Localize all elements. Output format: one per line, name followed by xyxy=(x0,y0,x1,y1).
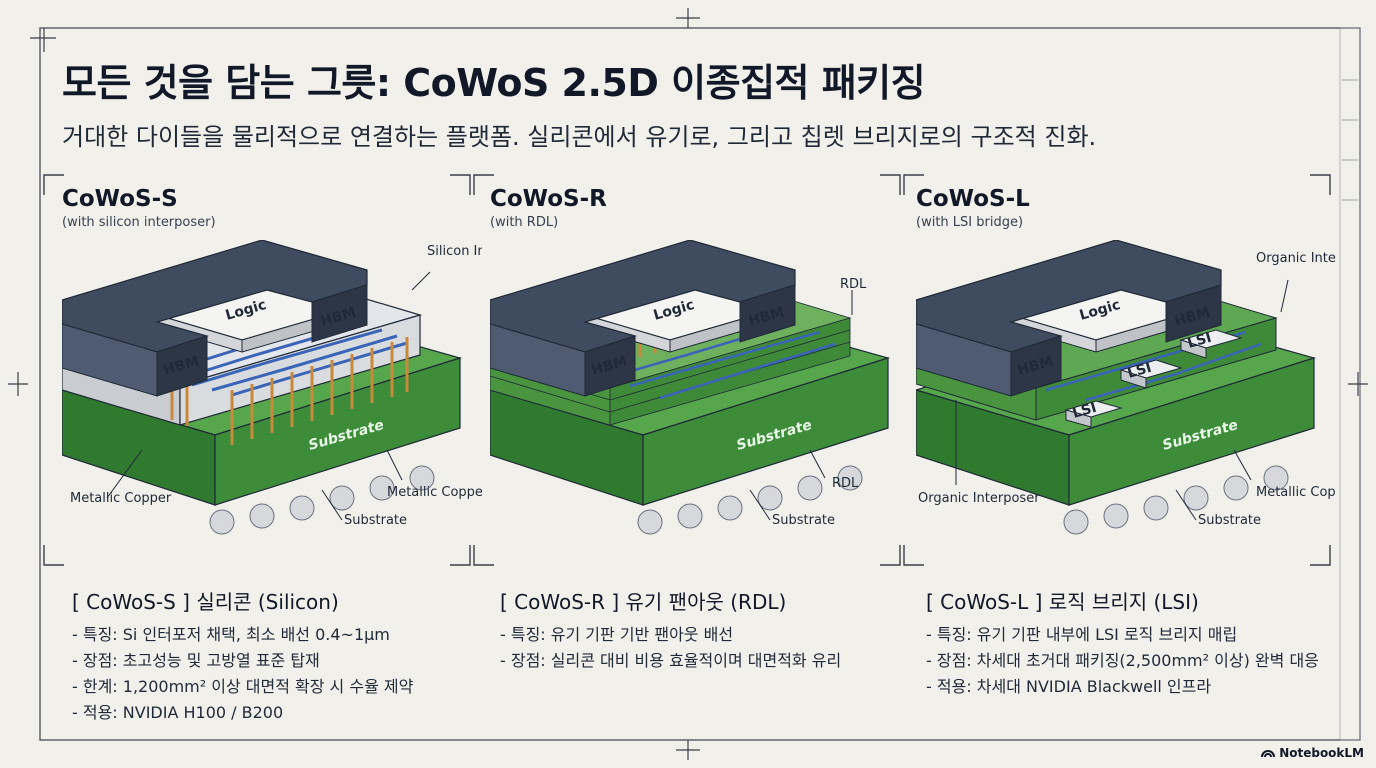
brand-label: NotebookLM xyxy=(1279,746,1364,760)
label-substrate: Substrate xyxy=(1198,513,1261,528)
lsi-label: LSI xyxy=(1186,330,1214,352)
page-subtitle: 거대한 다이들을 물리적으로 연결하는 플랫폼. 실리콘에서 유기로, 그리고 … xyxy=(62,123,1097,151)
panel-title: CoWoS-L xyxy=(916,186,1030,212)
spec-item: - 장점: 초고성능 및 고방열 표준 탑재 xyxy=(72,651,320,670)
spec-title: [ CoWoS-R ] 유기 팬아웃 (RDL) xyxy=(500,590,787,614)
hbm-frame xyxy=(490,240,796,397)
panel-subtitle: (with silicon interposer) xyxy=(62,215,216,230)
copper-vias xyxy=(170,337,409,445)
spec-item: - 장점: 실리콘 대비 비용 효율적이며 대면적화 유리 xyxy=(500,651,842,670)
panel-cowos-l: CoWoS-L (with LSI bridge) Substrate xyxy=(916,182,1336,742)
cowos-r-diagram: Substrate Logic HB xyxy=(490,240,891,535)
label-metallic-copper-right: Metallic Copper xyxy=(387,485,482,500)
panel-subtitle: (with LSI bridge) xyxy=(916,215,1024,230)
label-silicon-interposer: Silicon Interposer xyxy=(427,244,482,259)
label-metallic-copper: Metallic Copper xyxy=(1256,485,1336,500)
page-title: 모든 것을 담는 그릇: CoWoS 2.5D 이종집적 패키징 xyxy=(62,61,926,105)
spec-title: [ CoWoS-L ] 로직 브리지 (LSI) xyxy=(926,590,1199,614)
panel-cowos-r: CoWoS-R (with RDL) Substrate xyxy=(490,182,910,742)
label-rdl-top: RDL xyxy=(840,277,867,292)
cowos-s-diagram: Substrate Logic xyxy=(62,240,482,535)
hbm-frame xyxy=(916,240,1222,397)
panel-cowos-s: CoWoS-S (with silicon interposer) Substr… xyxy=(62,182,482,742)
spec-item: - 적용: 차세대 NVIDIA Blackwell 인프라 xyxy=(926,677,1212,696)
label-organic-interposer-right: Organic Interposer xyxy=(1256,251,1336,266)
lsi-label: LSI xyxy=(1126,360,1154,382)
panel-title: CoWoS-R xyxy=(490,186,607,212)
label-rdl-bottom: RDL xyxy=(832,476,859,491)
leader-lines xyxy=(749,290,853,521)
hbm-frame xyxy=(62,240,368,397)
leader-lines xyxy=(955,279,1289,521)
spec-title: [ CoWoS-S ] 실리콘 (Silicon) xyxy=(72,590,339,614)
spec-item: - 특징: 유기 기판 내부에 LSI 로직 브리지 매립 xyxy=(926,625,1238,644)
label-organic-interposer-left: Organic Interposer xyxy=(918,491,1040,506)
notebooklm-logo-icon xyxy=(1261,750,1276,758)
notebooklm-brand: NotebookLM xyxy=(1261,746,1364,760)
solder-balls xyxy=(1063,465,1289,535)
panel-title: CoWoS-S xyxy=(62,186,178,212)
spec-item: - 한계: 1,200mm² 이상 대면적 확장 시 수율 제약 xyxy=(72,677,414,696)
spec-list: - 특징: 유기 기판 기반 팬아웃 배선 - 장점: 실리콘 대비 비용 효율… xyxy=(500,622,841,674)
leader-lines xyxy=(106,271,431,521)
spec-item: - 적용: NVIDIA H100 / B200 xyxy=(72,703,284,722)
spec-item: - 장점: 차세대 초거대 패키징(2,500mm² 이상) 완벽 대응 xyxy=(926,651,1319,670)
lsi-label: LSI xyxy=(1071,400,1099,422)
solder-balls xyxy=(637,465,863,535)
spec-list: - 특징: 유기 기판 내부에 LSI 로직 브리지 매립 - 장점: 차세대 … xyxy=(926,622,1319,700)
label-substrate: Substrate xyxy=(772,513,835,528)
spec-item: - 특징: 유기 기판 기반 팬아웃 배선 xyxy=(500,625,734,644)
cowos-l-diagram: Substrate LSI LSI LSI Logic xyxy=(916,240,1336,535)
panel-subtitle: (with RDL) xyxy=(490,215,559,230)
label-metallic-copper-left: Metallic Copper xyxy=(70,491,172,506)
lsi-bridge xyxy=(1064,329,1243,428)
spec-list: - 특징: Si 인터포저 채택, 최소 배선 0.4~1μm - 장점: 초고… xyxy=(72,622,413,726)
spec-item: - 특징: Si 인터포저 채택, 최소 배선 0.4~1μm xyxy=(72,625,390,644)
label-substrate: Substrate xyxy=(344,513,407,528)
